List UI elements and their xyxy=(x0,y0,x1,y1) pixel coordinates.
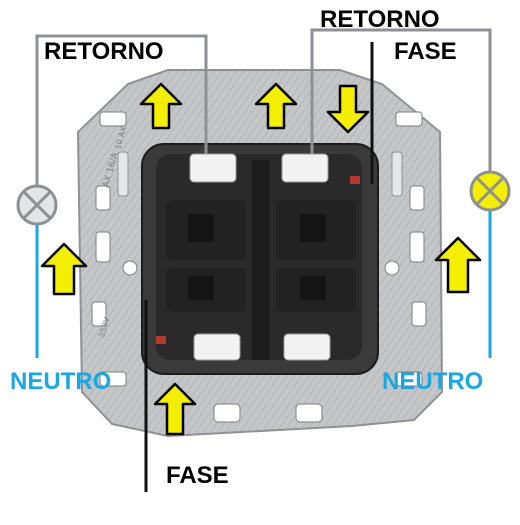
label-neutro-right: NEUTRO xyxy=(382,368,484,395)
plate-slot xyxy=(295,403,323,423)
plate-slot xyxy=(95,231,111,263)
label-neutro-left: NEUTRO xyxy=(10,368,112,395)
neutro-wires xyxy=(35,210,492,358)
plate-slot xyxy=(411,301,427,327)
arrow-up-icon xyxy=(40,242,88,296)
retorno-wires xyxy=(35,28,492,186)
lamp-right-icon xyxy=(469,170,511,212)
plate-hole xyxy=(384,260,400,276)
indicator-contact xyxy=(156,336,166,344)
screw-slot xyxy=(300,276,326,300)
plate-slot xyxy=(409,185,425,211)
plate-hole xyxy=(122,260,138,276)
label-retorno-left: RETORNO xyxy=(44,38,164,65)
label-fase-bottom: FASE xyxy=(166,462,229,489)
indicator-contact xyxy=(350,176,360,184)
arrow-down-icon xyxy=(326,84,370,134)
retorno-wire-left xyxy=(35,34,208,186)
center-divider xyxy=(252,160,270,360)
fase-wires xyxy=(144,42,374,492)
plate-slot xyxy=(395,371,423,387)
arrow-up-icon xyxy=(434,236,482,294)
plate-slot xyxy=(99,371,127,387)
plate-slot xyxy=(213,403,241,423)
plate-rib xyxy=(391,151,403,197)
terminal-release-button xyxy=(189,153,237,183)
terminal-release-button xyxy=(281,153,329,183)
label-fase-top: FASE xyxy=(394,38,457,65)
plate-slot xyxy=(99,111,127,127)
terminal-release-button xyxy=(193,333,241,361)
plate-slot xyxy=(395,111,423,127)
plate-rib xyxy=(117,151,129,197)
plate-slot xyxy=(95,185,111,211)
retorno-wire-right xyxy=(310,28,492,172)
screw-slot xyxy=(188,276,214,300)
arrow-up-icon xyxy=(153,382,197,436)
lamp-left-icon xyxy=(16,184,58,226)
plate-slot xyxy=(91,301,107,327)
screw-slot xyxy=(188,214,214,242)
terminal-release-button xyxy=(283,333,331,361)
switch-mechanism xyxy=(141,143,379,375)
arrow-up-icon xyxy=(139,82,183,130)
plate-slot xyxy=(409,231,425,263)
label-retorno-right: RETORNO xyxy=(320,6,440,33)
arrow-up-icon xyxy=(254,82,298,130)
screw-slot xyxy=(300,214,326,242)
